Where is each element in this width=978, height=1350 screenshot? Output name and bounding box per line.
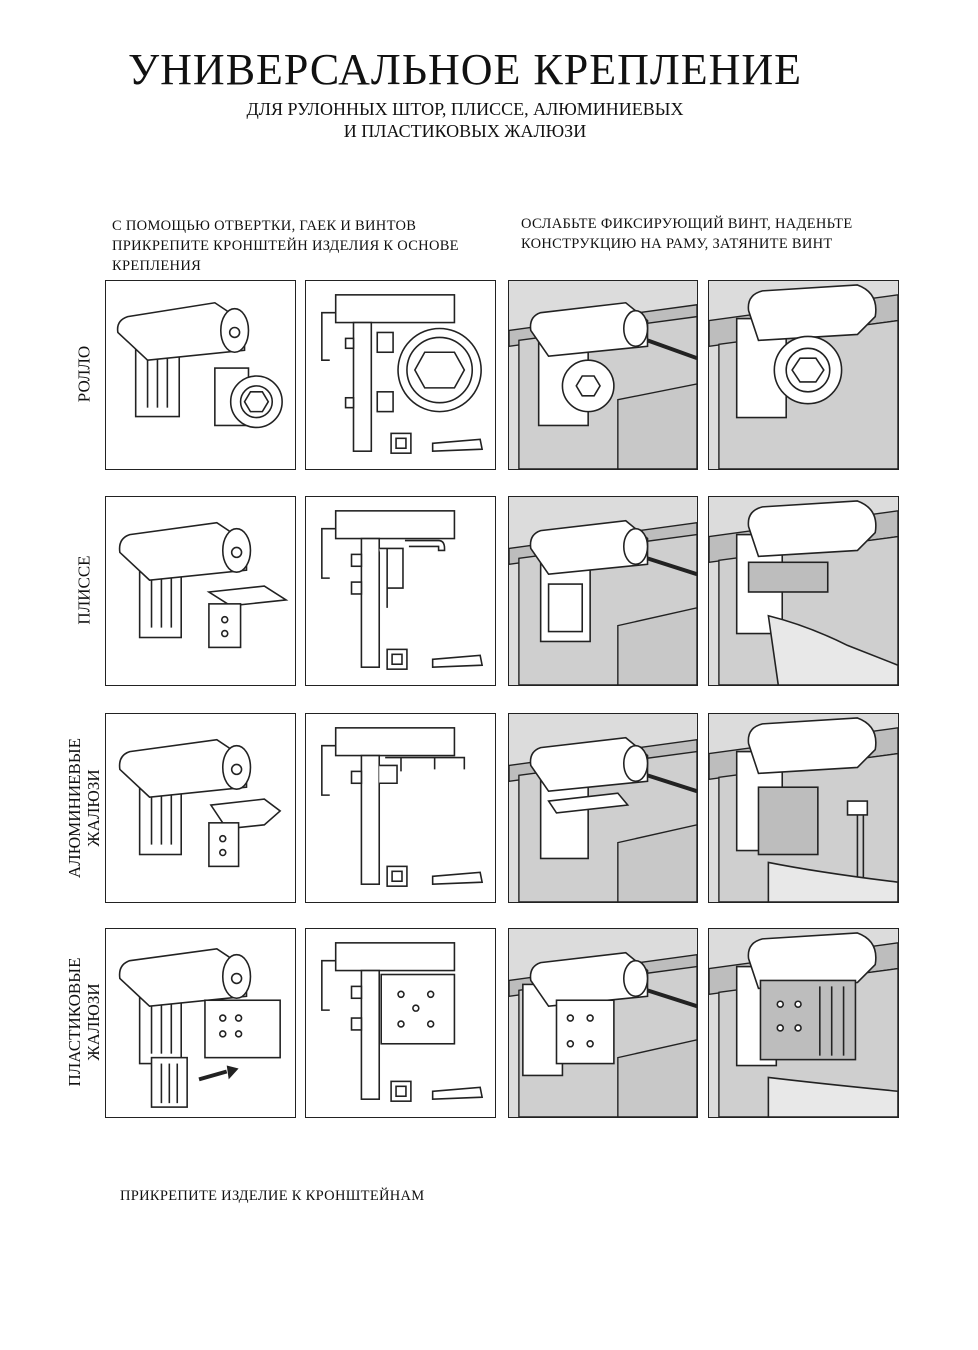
pleated-bracket-parts-icon <box>118 521 289 649</box>
row-label-aluminium-blinds: АЛЮМИНИЕВЫЕ ЖАЛЮЗИ <box>65 737 103 879</box>
pleated-assembly-icon <box>321 510 484 670</box>
panel-roller-mount-tighten <box>708 280 899 470</box>
instruction-step-1: С ПОМОЩЬЮ ОТВЕРТКИ, ГАЕК И ВИНТОВ ПРИКРЕ… <box>112 218 459 274</box>
panel-roller-assembly <box>305 280 496 470</box>
panel-pleated-mount-loosen <box>508 496 698 686</box>
roller-mount-tighten-icon <box>709 281 898 469</box>
aluminium-mount-tighten-icon <box>709 714 898 902</box>
aluminium-bracket-parts-icon <box>118 738 282 868</box>
pleated-mount-loosen-icon <box>509 497 697 685</box>
panel-plastic-mount-loosen <box>508 928 698 1118</box>
plastic-bracket-parts-icon <box>118 947 281 1108</box>
panel-aluminium-mount-loosen <box>508 713 698 903</box>
pleated-mount-tighten-icon <box>709 497 898 685</box>
row-label-roller: РОЛЛО <box>74 345 94 403</box>
aluminium-assembly-icon <box>321 727 484 887</box>
plastic-mount-tighten-icon <box>709 929 898 1117</box>
row-label-pleated: ПЛИССЕ <box>74 555 94 625</box>
row-label-plastic-blinds: ПЛАСТИКОВЫЕ ЖАЛЮЗИ <box>65 957 103 1087</box>
panel-aluminium-mount-tighten <box>708 713 899 903</box>
panel-roller-bracket-parts <box>105 280 296 470</box>
page-subtitle: ДЛЯ РУЛОННЫХ ШТОР, ПЛИССЕ, АЛЮМИНИЕВЫХ И… <box>246 99 684 141</box>
roller-assembly-icon <box>321 294 484 454</box>
panel-roller-mount-loosen <box>508 280 698 470</box>
panel-aluminium-bracket-parts <box>105 713 296 903</box>
instruction-step-2: ОСЛАБЬТЕ ФИКСИРУЮЩИЙ ВИНТ, НАДЕНЬТЕ КОНС… <box>521 216 853 252</box>
panel-plastic-mount-tighten <box>708 928 899 1118</box>
panel-plastic-assembly <box>305 928 496 1118</box>
panel-pleated-bracket-parts <box>105 496 296 686</box>
page-title: УНИВЕРСАЛЬНОЕ КРЕПЛЕНИЕ <box>127 45 803 94</box>
panel-plastic-bracket-parts <box>105 928 296 1118</box>
panel-aluminium-assembly <box>305 713 496 903</box>
final-instruction: ПРИКРЕПИТЕ ИЗДЕЛИЕ К КРОНШТЕЙНАМ <box>120 1188 425 1204</box>
panel-pleated-mount-tighten <box>708 496 899 686</box>
plastic-assembly-icon <box>321 942 484 1102</box>
aluminium-mount-loosen-icon <box>509 714 697 902</box>
roller-bracket-parts-icon <box>116 301 283 429</box>
roller-mount-loosen-icon <box>509 281 697 469</box>
plastic-mount-loosen-icon <box>509 929 697 1117</box>
panel-pleated-assembly <box>305 496 496 686</box>
